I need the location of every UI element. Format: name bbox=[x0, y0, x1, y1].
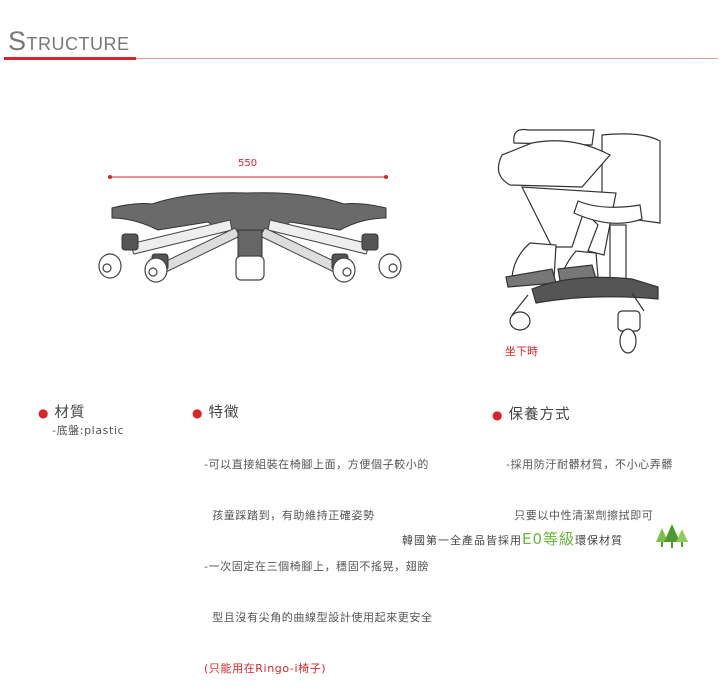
header-divider bbox=[4, 58, 718, 59]
features-line: 孩童踩踏到，有助維持正確姿勢 bbox=[204, 509, 375, 522]
features-line: -可以直接組裝在椅腳上面，方便個子較小的 bbox=[204, 458, 429, 471]
features-text: -可以直接組裝在椅腳上面，方便個子較小的 孩童踩踏到，有助維持正確姿勢 -一次固… bbox=[204, 422, 433, 694]
care-text: -採用防汙耐髒材質，不小心弄髒 只要以中性清潔劑擦拭即可 bbox=[506, 422, 673, 541]
title-rest: TRUCTURE bbox=[26, 34, 130, 54]
seated-child-illustration bbox=[497, 128, 661, 354]
eco-grade: E0等級 bbox=[522, 530, 576, 548]
care-line: -採用防汙耐髒材質，不小心弄髒 bbox=[506, 458, 673, 471]
care-heading: ●保養方式 bbox=[492, 407, 571, 423]
features-note: (只能用在Ringo-i椅子) bbox=[204, 662, 327, 675]
dimension-label: 550 bbox=[238, 158, 258, 169]
page-title: STRUCTURE bbox=[8, 26, 130, 57]
sitting-caption: 坐下時 bbox=[505, 345, 538, 358]
material-text: -底盤:plastic bbox=[52, 424, 125, 437]
material-heading: ●材質 bbox=[38, 405, 86, 421]
features-line: -一次固定在三個椅腳上，穩固不搖晃，翅膀 bbox=[204, 560, 429, 573]
title-initial: S bbox=[8, 26, 27, 56]
header-accent-bar bbox=[4, 57, 136, 60]
footrest-base-illustration bbox=[98, 175, 402, 283]
features-heading: ●特徵 bbox=[192, 405, 240, 421]
eco-notice: 韓國第一全產品皆採用E0等級環保材質 bbox=[402, 530, 624, 548]
care-line: 只要以中性清潔劑擦拭即可 bbox=[506, 509, 654, 522]
features-line: 型且沒有尖角的曲線型設計使用起來更安全 bbox=[204, 611, 433, 624]
tree-logo-icon bbox=[656, 524, 688, 548]
